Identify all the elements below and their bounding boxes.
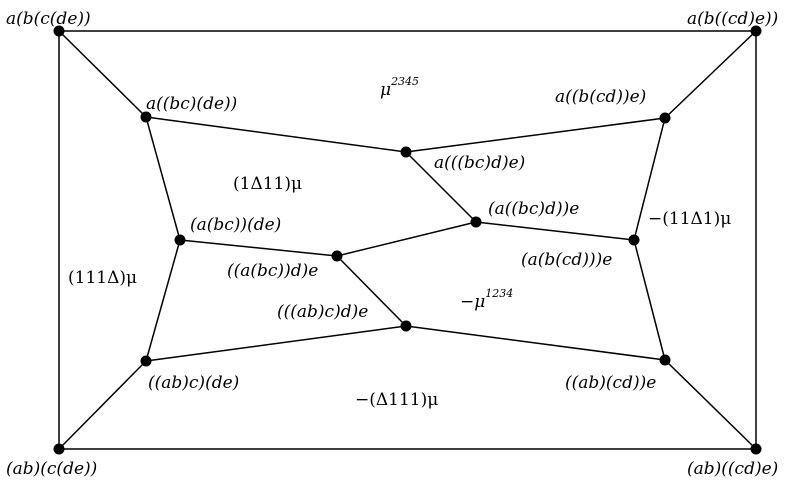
label-v5: a((bc)(de)) <box>146 94 237 114</box>
vertex-v11 <box>628 234 640 246</box>
edge-v8-v11 <box>475 221 635 241</box>
label-v8: (a((bc)d))e <box>488 199 579 219</box>
label-v4: (ab)((cd)e) <box>687 459 778 479</box>
face-neg-mu1234-sup: 1234 <box>485 287 513 300</box>
label-v1: a(b(c(de)) <box>6 9 91 29</box>
edge-v7-v8 <box>405 151 477 223</box>
vertex-v4 <box>750 443 762 455</box>
edge-v5-v7 <box>145 116 407 153</box>
vertex-v8 <box>470 216 482 228</box>
label-v12: (((ab)c)d)e <box>277 302 368 322</box>
label-v3: (ab)(c(de)) <box>6 459 97 479</box>
face-1-delta-11: (1Δ11)μ <box>233 174 302 194</box>
edge-v9-v10 <box>179 239 338 257</box>
edge-v5-v9 <box>145 116 181 241</box>
label-v11: (a(b(cd)))e <box>521 250 612 270</box>
edge-v8-v10 <box>336 221 477 257</box>
edge-v9-v13 <box>145 239 181 362</box>
label-v2: a(b((cd)e)) <box>687 9 778 29</box>
label-v6: a((b(cd))e) <box>555 87 646 107</box>
label-v7: a(((bc)d)e) <box>434 153 525 173</box>
edge-v11-v14 <box>633 239 666 361</box>
face-mu2345-base: μ <box>380 80 391 100</box>
vertex-v1 <box>53 25 65 37</box>
vertex-v14 <box>659 354 671 366</box>
edge-v10-v12 <box>336 255 407 327</box>
face-mu2345: μ2345 <box>380 75 419 100</box>
vertex-v9 <box>174 234 186 246</box>
label-v13: ((ab)c)(de) <box>148 373 239 393</box>
vertex-v12 <box>400 320 412 332</box>
vertex-v3 <box>53 443 65 455</box>
edge-v1-v5 <box>58 30 147 118</box>
edge-v6-v11 <box>633 117 666 241</box>
face-neg-mu1234-base: −μ <box>460 292 485 312</box>
vertex-v7 <box>400 146 412 158</box>
vertex-v10 <box>331 250 343 262</box>
label-v14: ((ab)(cd))e <box>565 373 656 393</box>
face-neg-delta-111: −(Δ111)μ <box>355 390 438 410</box>
edge-v2-v6 <box>664 30 757 119</box>
edge-v3-v13 <box>58 360 147 450</box>
vertex-v5 <box>140 111 152 123</box>
edge-v4-v14 <box>664 359 757 450</box>
vertex-v6 <box>659 112 671 124</box>
vertex-v13 <box>140 355 152 367</box>
face-neg-11-delta-1: −(11Δ1)μ <box>648 209 731 229</box>
edge-v7-v6 <box>405 117 666 153</box>
vertex-v2 <box>750 25 762 37</box>
label-v10: ((a(bc))d)e <box>227 261 318 281</box>
label-v9: (a(bc))(de) <box>190 215 281 235</box>
edge-v12-v14 <box>405 325 666 361</box>
face-111-delta: (111Δ)μ <box>68 268 137 288</box>
face-neg-mu1234: −μ1234 <box>460 287 513 312</box>
edge-v13-v12 <box>145 325 407 362</box>
face-mu2345-sup: 2345 <box>390 75 419 88</box>
